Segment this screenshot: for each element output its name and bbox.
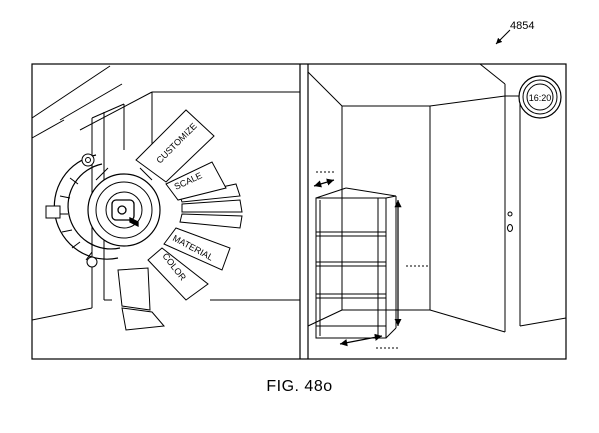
dial-knob-top-inner	[85, 157, 91, 163]
dial-grip-left[interactable]	[45, 205, 61, 219]
figure-caption: FIG. 48o	[266, 378, 333, 395]
viewport-frame	[31, 63, 567, 360]
depth-scale-arrow	[313, 178, 335, 188]
center-pillar	[299, 64, 309, 359]
dimension-dotted-lines	[316, 171, 428, 349]
virtual-bookshelf[interactable]	[315, 187, 397, 339]
clock-widget[interactable]: 16:20	[518, 75, 562, 119]
scale-handles[interactable]	[313, 178, 402, 347]
left-room-scene	[31, 65, 300, 321]
tape-measure-icon	[111, 199, 139, 228]
radial-menu[interactable]: CUSTOMIZE SCALE MATERIAL COLOR	[45, 109, 243, 331]
figure-reference-number: 4854	[510, 20, 535, 32]
reference-leader-arrow	[495, 29, 511, 45]
right-room-scene	[307, 63, 567, 333]
clock-time: 16:20	[529, 93, 552, 103]
width-scale-arrow	[339, 333, 383, 347]
menu-fan-blades[interactable]	[117, 183, 243, 331]
dial-knob-bottom[interactable]	[86, 256, 98, 268]
